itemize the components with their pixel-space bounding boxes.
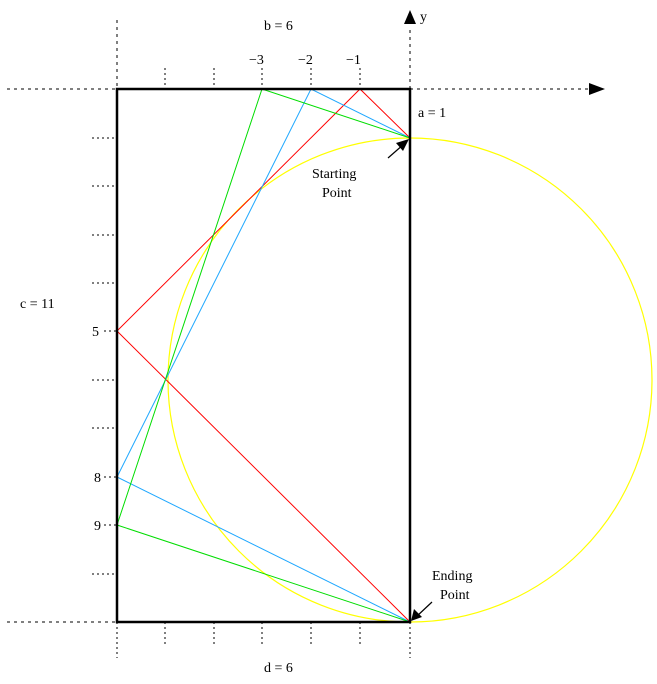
label-y-axis: y xyxy=(420,10,427,25)
left-tick-label: 9 xyxy=(94,519,101,534)
y-axis-arrowhead xyxy=(404,10,416,24)
green-reflection-path xyxy=(116,88,411,623)
starting-point-label-line2: Point xyxy=(322,186,352,201)
label-c: c = 11 xyxy=(20,297,55,312)
label-a: a = 1 xyxy=(418,106,446,121)
starting-point-label-line1: Starting xyxy=(312,167,356,182)
rectangle-frame xyxy=(115,87,412,624)
label-d: d = 6 xyxy=(264,661,293,676)
left-tick-label: 5 xyxy=(92,325,99,340)
x-axis-arrowhead xyxy=(589,83,605,95)
top-tick-label: −3 xyxy=(249,53,264,68)
left-tick-label: 8 xyxy=(94,471,101,486)
end-pointer-arrowhead xyxy=(411,609,422,621)
top-tick-label: −2 xyxy=(298,53,313,68)
label-b: b = 6 xyxy=(264,19,293,34)
red-reflection-path xyxy=(116,88,411,623)
top-tick-label: −1 xyxy=(346,53,361,68)
ending-point-label-line1: Ending xyxy=(432,569,472,584)
ending-point-label-line2: Point xyxy=(440,588,470,603)
blue-reflection-path xyxy=(116,88,411,623)
start-pointer-arrowhead xyxy=(396,139,409,151)
